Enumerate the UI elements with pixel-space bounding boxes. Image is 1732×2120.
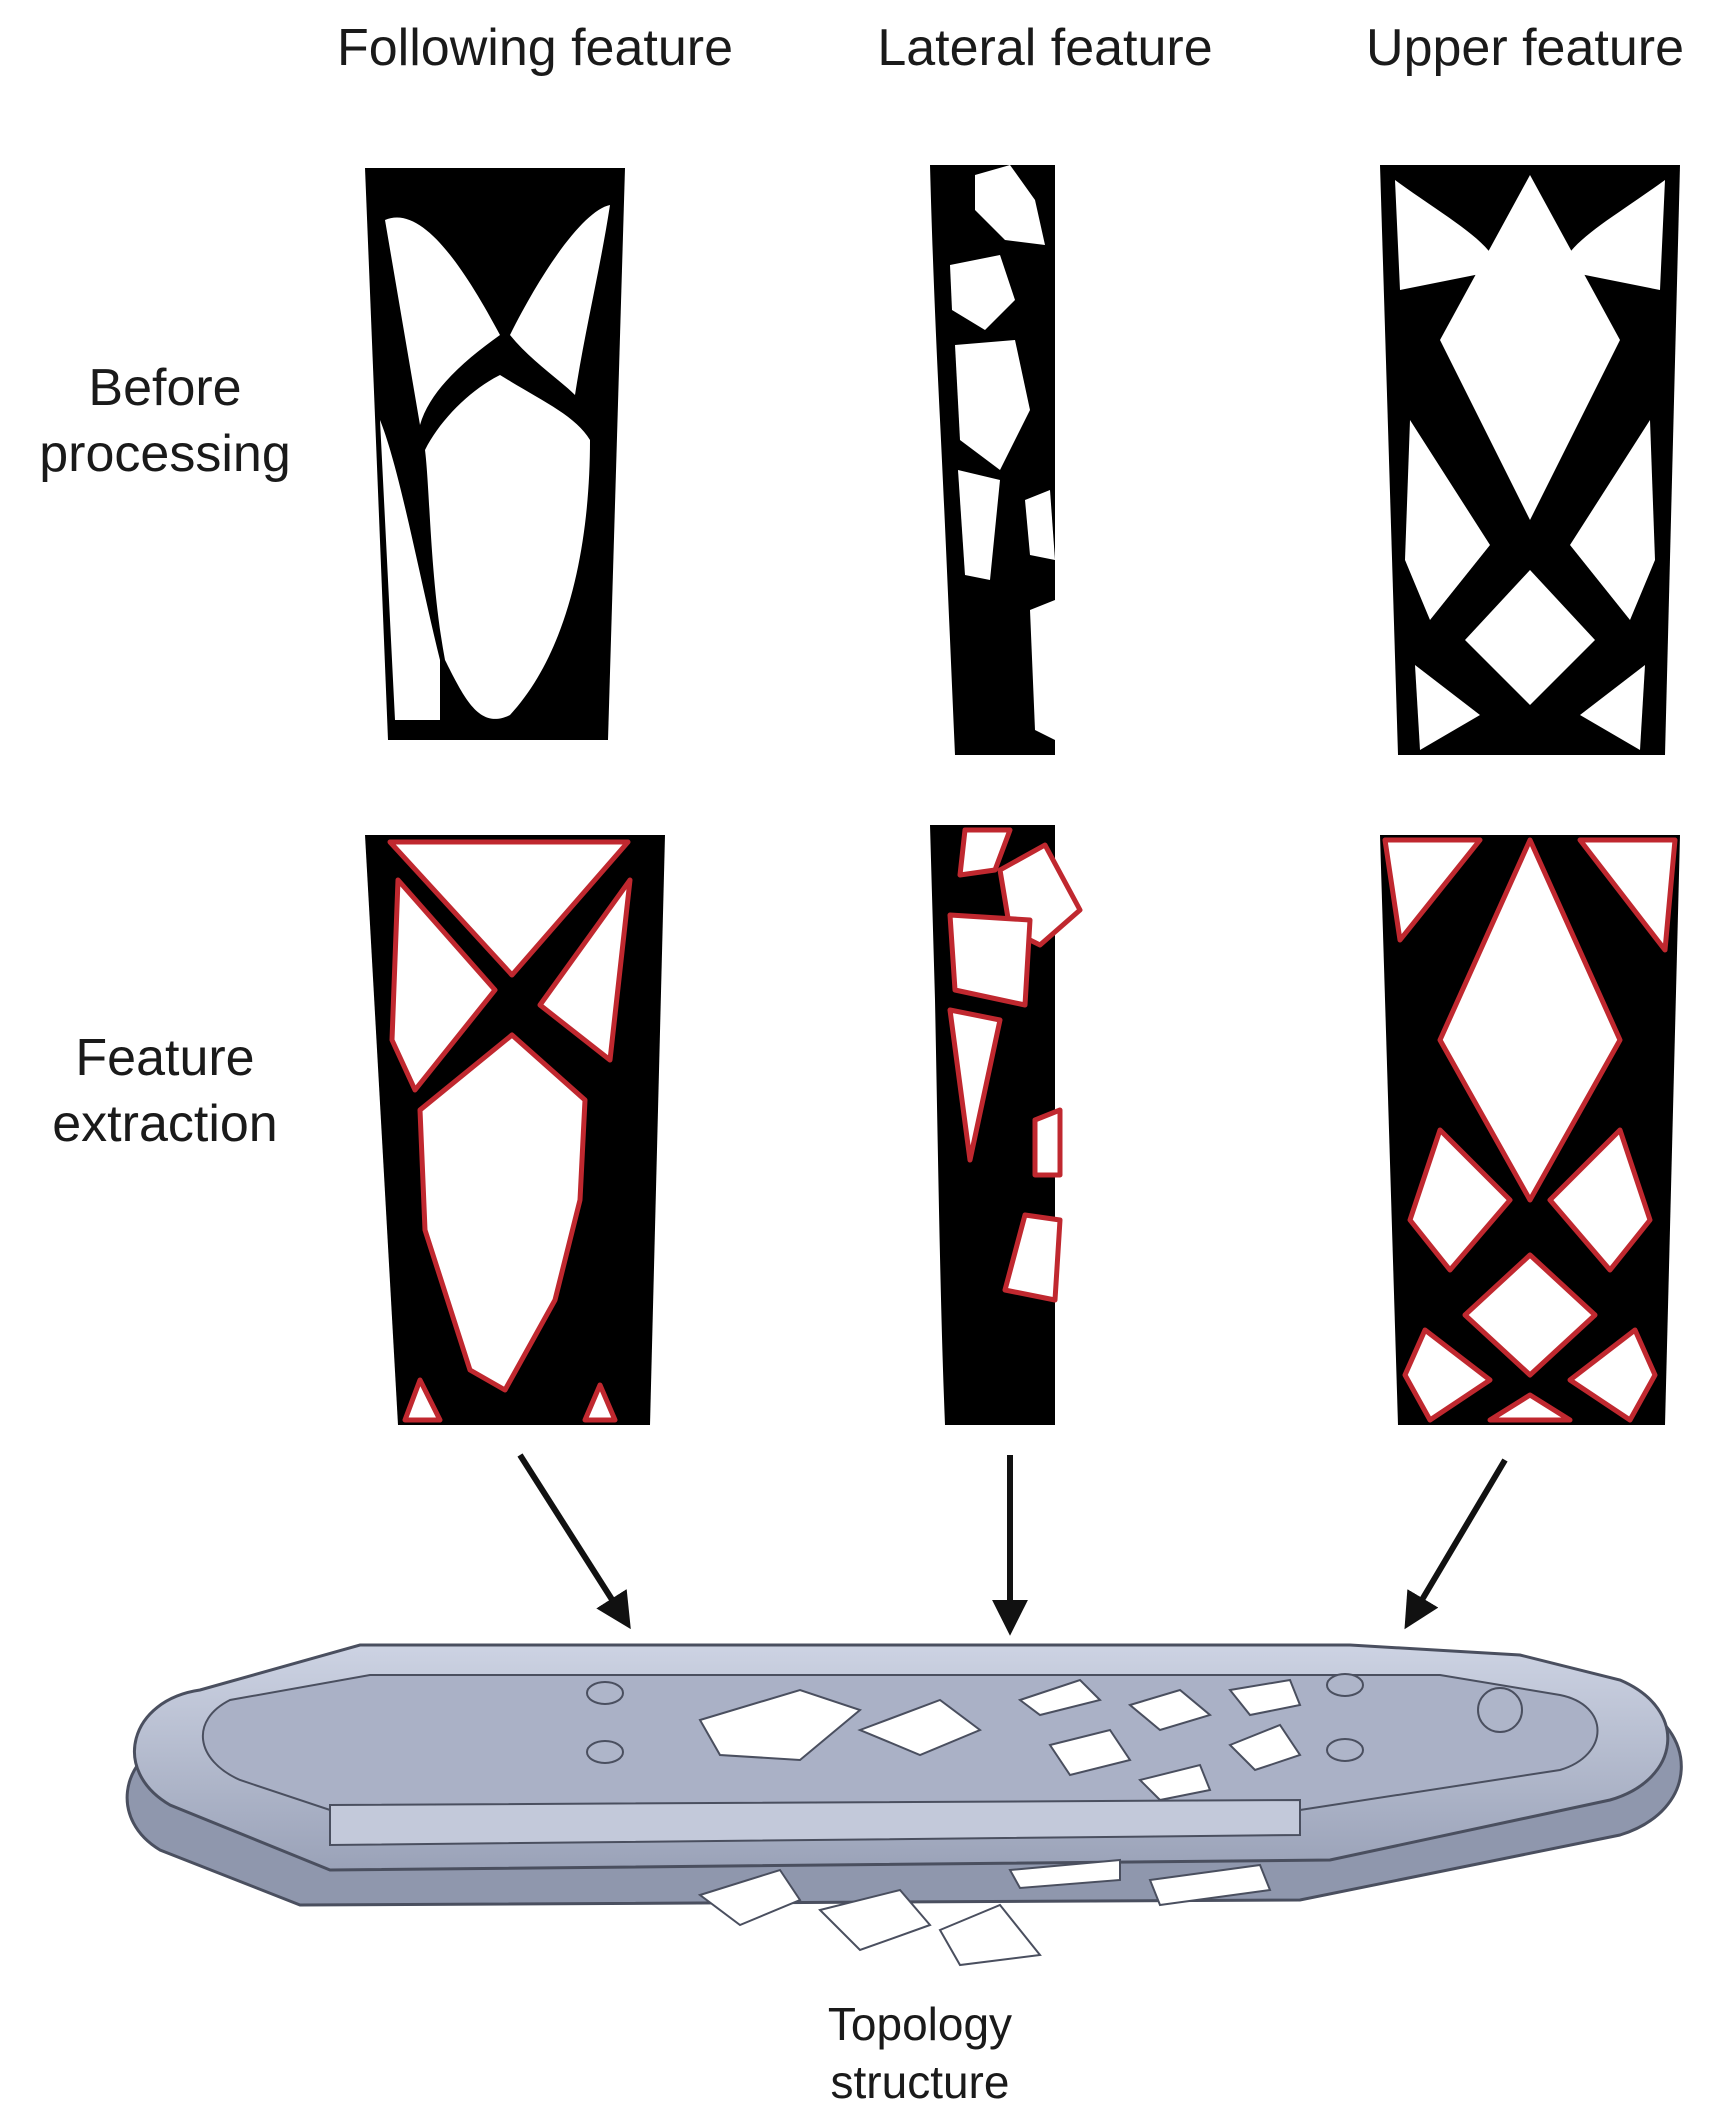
column-heading-upper: Upper feature xyxy=(1366,19,1684,77)
void-region xyxy=(1025,490,1055,560)
topology-part-render xyxy=(125,1643,1683,1967)
part-boss xyxy=(1326,1673,1364,1697)
row-heading-before-processing: Before processing xyxy=(10,355,320,487)
part-cutout xyxy=(698,1688,863,1762)
part-cutout xyxy=(857,1698,982,1757)
extracted-outline xyxy=(1032,1107,1063,1178)
extracted-outline xyxy=(402,1377,443,1423)
void-region xyxy=(1405,420,1490,620)
part-cutout xyxy=(1127,1688,1213,1732)
arrow-following-to-part xyxy=(517,1453,631,1630)
extracted-outline xyxy=(387,839,631,978)
caption-line2: structure xyxy=(830,2056,1010,2108)
extraction-upper-panel xyxy=(1380,835,1680,1425)
extracted-outline xyxy=(1002,1212,1063,1303)
part-cutout xyxy=(1048,1728,1132,1777)
extracted-outline xyxy=(1437,837,1623,1203)
void-region xyxy=(1395,180,1500,290)
before-lateral-panel xyxy=(930,165,1055,755)
void-region xyxy=(425,375,590,719)
extracted-outline xyxy=(1547,1127,1653,1273)
extracted-outline xyxy=(1577,837,1678,953)
row-heading-before-line2: processing xyxy=(39,425,291,483)
part-boss xyxy=(586,1681,624,1705)
before-upper-panel xyxy=(1380,165,1680,755)
void-region xyxy=(1560,180,1665,290)
void-region xyxy=(950,255,1015,330)
before-following-panel xyxy=(365,168,625,740)
extracted-outline xyxy=(957,827,1013,878)
void-region xyxy=(1440,175,1620,520)
part-cutout xyxy=(1008,1858,1121,1890)
void-region xyxy=(380,420,440,720)
arrow-upper-to-part xyxy=(1404,1458,1508,1630)
void-region xyxy=(1465,570,1595,705)
extracted-outline xyxy=(1462,1252,1598,1378)
extracted-outline xyxy=(537,877,633,1063)
void-region xyxy=(955,340,1030,470)
void-region xyxy=(385,217,500,425)
extracted-outline xyxy=(1382,837,1483,943)
void-region xyxy=(1415,665,1480,750)
void-region xyxy=(1030,600,1055,740)
extracted-outline xyxy=(1402,1327,1493,1423)
column-heading-following: Following feature xyxy=(337,19,733,77)
topology-structure-caption: Topology structure xyxy=(720,1995,1120,2111)
part-hole xyxy=(1477,1687,1523,1733)
part-cutout xyxy=(818,1888,932,1952)
part-cutout xyxy=(1017,1678,1102,1717)
extracted-outline xyxy=(1407,1127,1513,1273)
void-region xyxy=(975,165,1045,245)
void-region xyxy=(1570,420,1655,620)
part-cutout xyxy=(938,1903,1042,1967)
extracted-outline xyxy=(582,1382,618,1423)
void-region xyxy=(1580,665,1645,750)
part-lower-rail xyxy=(329,1798,1301,1847)
extracted-outline xyxy=(389,877,498,1093)
extraction-following-panel xyxy=(365,835,665,1425)
extracted-outline xyxy=(1567,1327,1658,1423)
extracted-outline xyxy=(947,912,1033,1008)
part-cutout xyxy=(1228,1678,1302,1717)
part-cutout xyxy=(1148,1863,1272,1907)
extracted-outline xyxy=(417,1032,588,1393)
void-region xyxy=(510,205,610,395)
column-heading-lateral: Lateral feature xyxy=(877,19,1213,77)
extraction-lateral-panel xyxy=(930,825,1083,1425)
row-heading-feature-line1: Feature xyxy=(75,1029,255,1087)
row-heading-feature-extraction: Feature extraction xyxy=(10,1025,320,1157)
row-heading-feature-line2: extraction xyxy=(52,1095,278,1153)
caption-line1: Topology xyxy=(827,1998,1013,2050)
part-cutout xyxy=(1228,1723,1302,1772)
extracted-outline xyxy=(1487,1392,1573,1423)
part-cutout xyxy=(697,1868,802,1927)
part-boss xyxy=(586,1740,624,1764)
extracted-outline xyxy=(947,1007,1003,1163)
void-region xyxy=(958,470,1000,580)
part-boss xyxy=(1326,1738,1364,1762)
row-heading-before-line1: Before xyxy=(88,359,242,417)
part-cutout xyxy=(1138,1763,1212,1802)
